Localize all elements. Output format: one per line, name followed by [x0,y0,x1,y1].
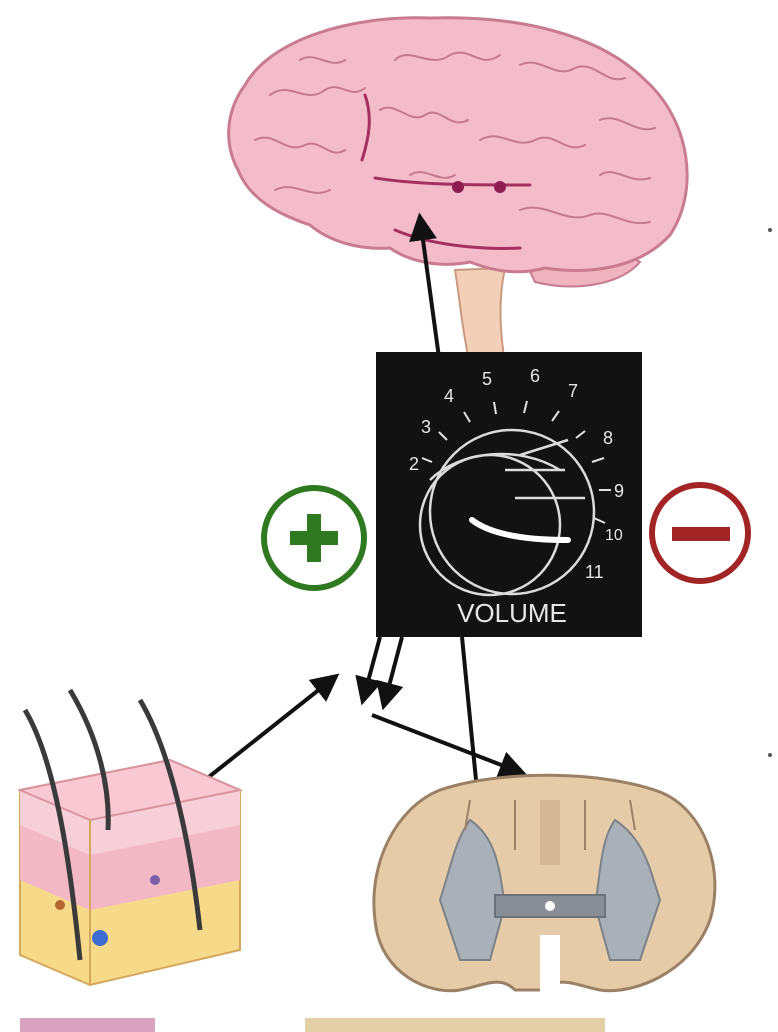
scale-6: 6 [530,366,540,386]
scale-7: 7 [568,381,578,401]
scale-10: 10 [605,527,623,544]
descending-arrow-2 [384,637,402,705]
scale-4: 4 [444,386,454,406]
skin-cross-section-icon [20,690,240,985]
volume-label: VOLUME [457,598,567,628]
decrease-indicator [652,485,748,581]
scale-5: 5 [482,369,492,389]
knob-to-spinal-line [462,637,476,780]
cropped-bottom-illustrations [20,1018,605,1032]
volume-knob-panel: 2 3 4 5 6 7 8 9 10 11 VOLUME [376,352,642,637]
scale-9: 9 [614,481,624,501]
spinal-arrow [372,715,522,773]
scale-2: 2 [409,454,419,474]
brain-icon [229,18,687,365]
scale-11: 11 [585,562,604,582]
stray-dot [768,228,772,232]
scale-3: 3 [421,417,431,437]
spinal-cord-cross-section-icon [374,775,715,995]
scale-8: 8 [603,428,613,448]
skin-to-dorsal-horn-arrow [205,677,335,780]
increase-indicator [264,488,364,588]
descending-arrow-1 [363,637,380,700]
stray-dot [768,753,772,757]
